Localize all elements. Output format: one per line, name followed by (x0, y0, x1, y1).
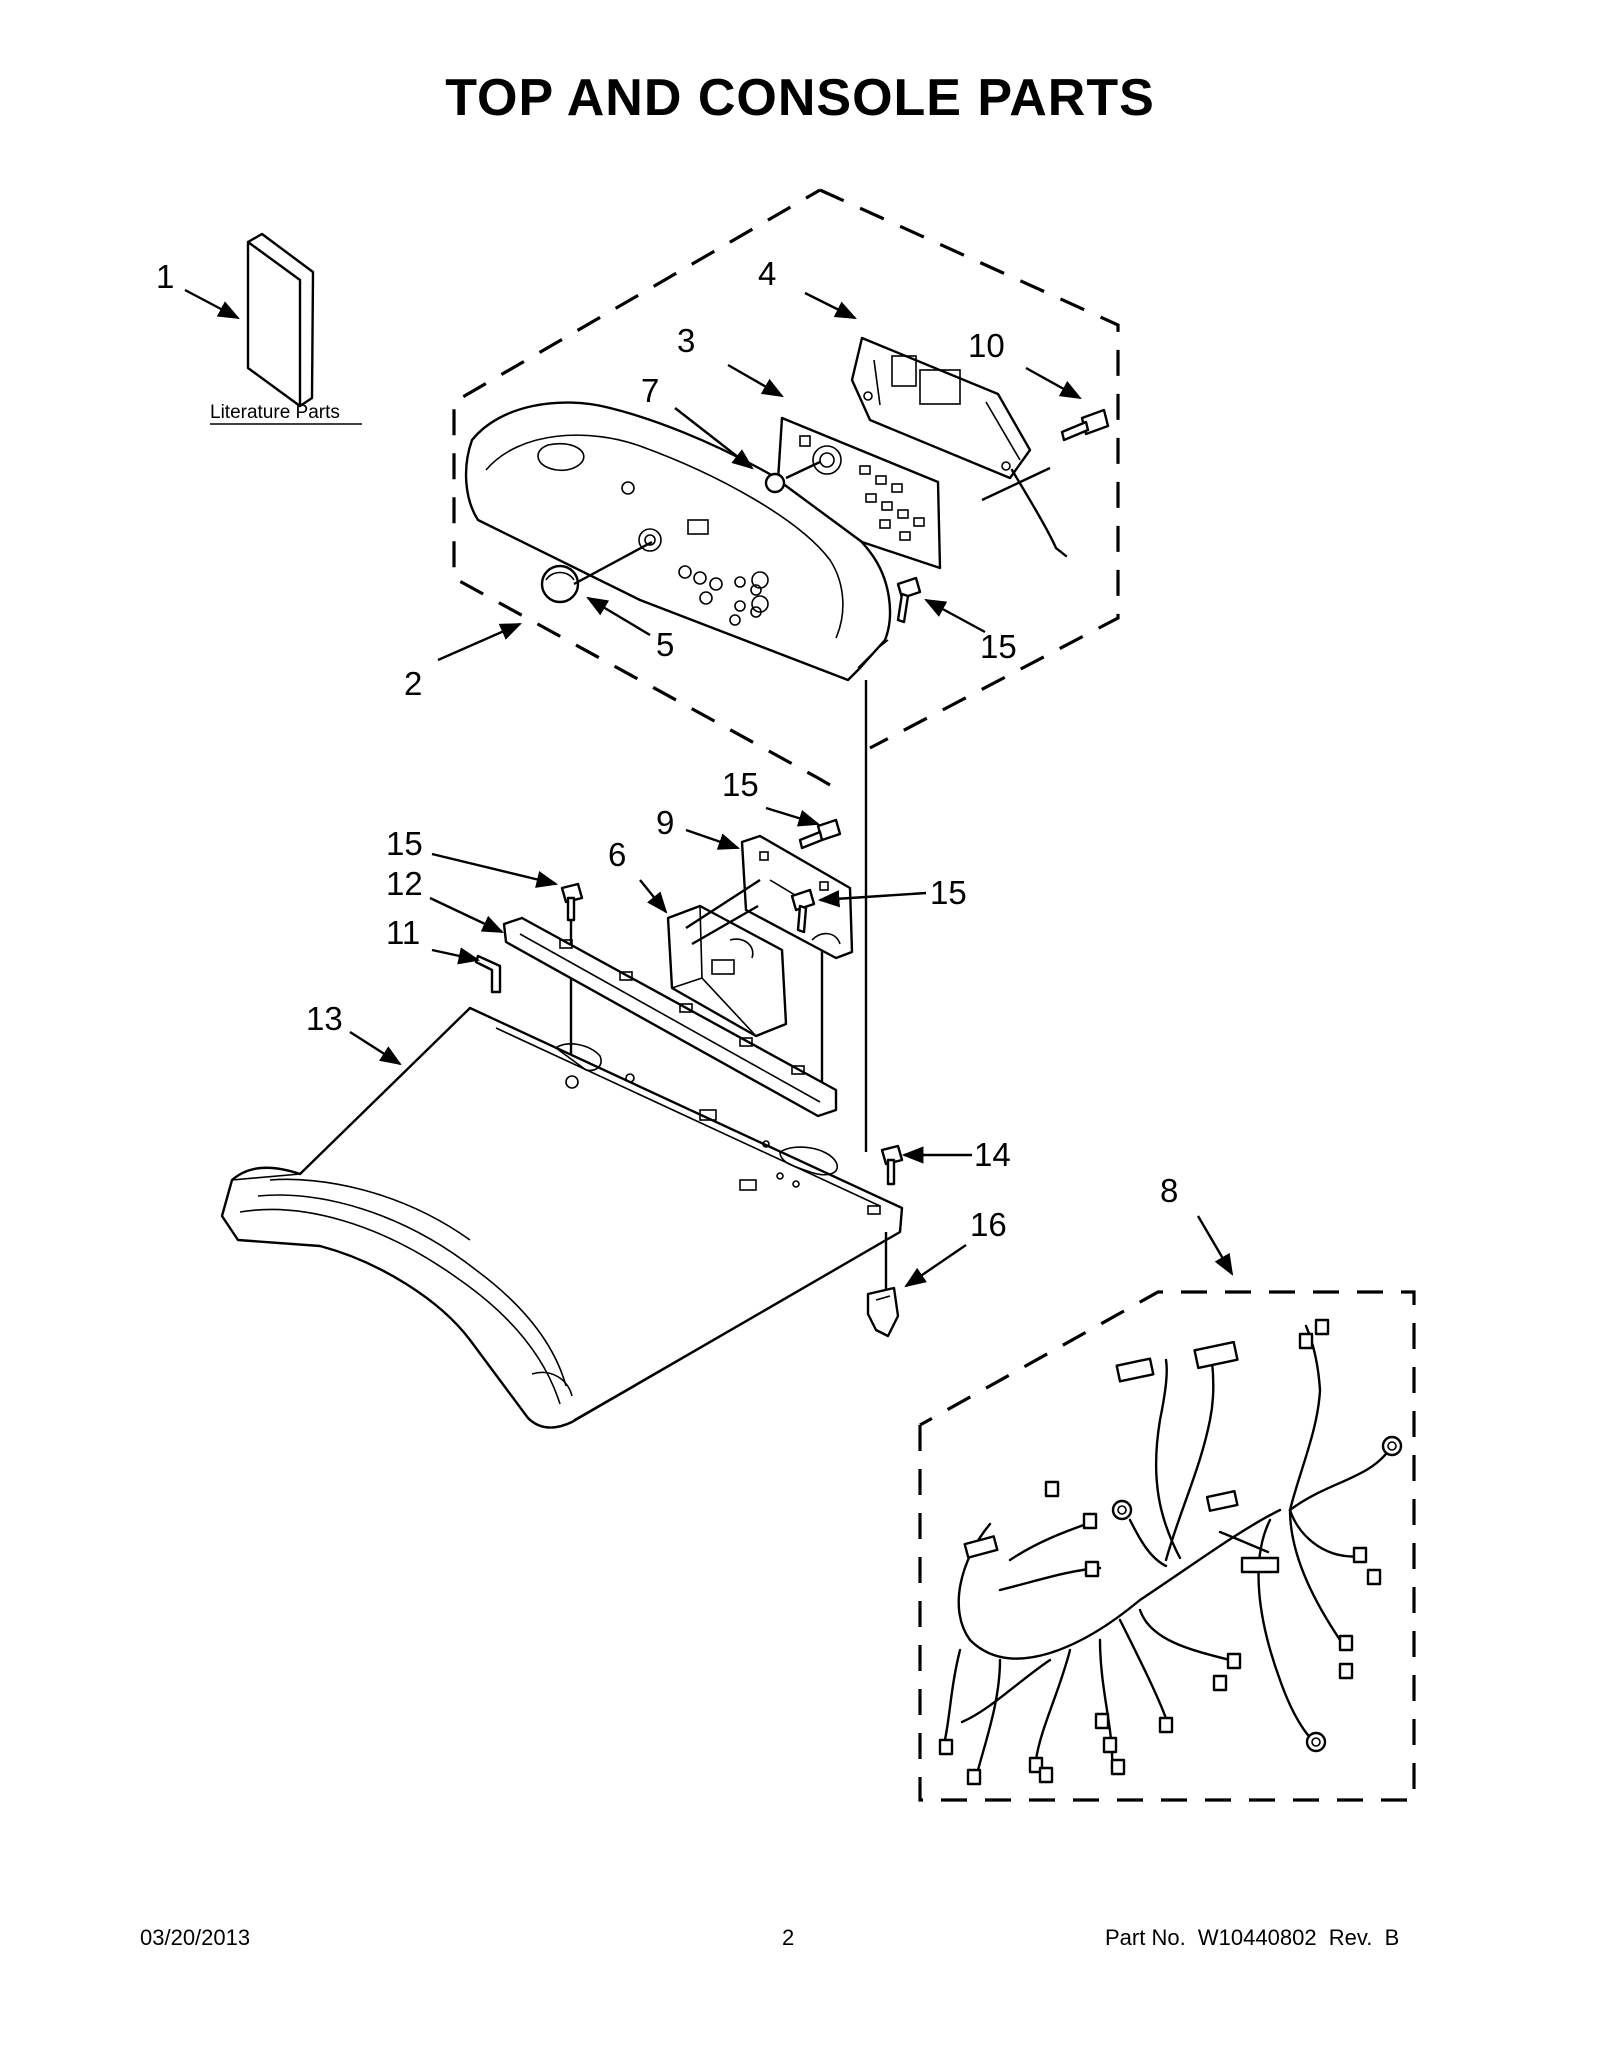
leader-15-bracket (817, 890, 927, 908)
footer-page-number: 2 (782, 1925, 795, 1950)
leader-7 (674, 407, 754, 470)
callout-12: 12 (386, 865, 423, 902)
console-assembly-boundary (452, 188, 1120, 787)
hex-wrench (474, 954, 502, 994)
user-interface-board (776, 416, 942, 570)
clip-16 (866, 1286, 900, 1338)
callout-14: 14 (974, 1136, 1011, 1173)
callout-1: 1 (156, 258, 174, 295)
callout-10: 10 (968, 327, 1005, 364)
page-title: TOP AND CONSOLE PARTS (445, 69, 1155, 127)
leader-1 (184, 288, 240, 320)
o-ring-line (785, 460, 821, 480)
wire-harness (938, 1318, 1403, 1786)
callout-13: 13 (306, 1000, 343, 1037)
screw-10-line (981, 466, 1051, 502)
top-panel (220, 1006, 904, 1429)
console-rail (502, 916, 838, 1118)
callout-3: 3 (677, 322, 695, 359)
callout-6: 6 (608, 836, 626, 873)
control-module (666, 904, 788, 1038)
leader-3 (727, 363, 784, 398)
callout-15-console: 15 (980, 628, 1017, 665)
callout-8: 8 (1160, 1172, 1178, 1209)
screw-14 (880, 1144, 904, 1186)
callout-2: 2 (404, 665, 422, 702)
literature-parts-label: Literature Parts (210, 402, 340, 423)
callout-15-upper: 15 (722, 766, 759, 803)
leader-11 (431, 947, 481, 965)
leader-2 (437, 622, 522, 662)
leader-16 (904, 1244, 967, 1288)
module-line-1 (685, 878, 761, 930)
screw-10 (1060, 408, 1110, 442)
module-line-2 (691, 904, 759, 946)
leader-15-left (431, 852, 559, 888)
leader-6 (639, 879, 668, 914)
leader-10 (1025, 366, 1082, 400)
literature-booklet (246, 232, 315, 408)
leader-15-console (924, 598, 986, 634)
harness-boundary (918, 1290, 1416, 1802)
leader-13 (349, 1030, 402, 1066)
footer-part-number: Part No. W10440802 Rev. B (1105, 1925, 1400, 1950)
knob (540, 564, 580, 604)
footer-date: 03/20/2013 (140, 1925, 251, 1950)
callout-11: 11 (386, 914, 420, 951)
leader-5 (586, 596, 651, 637)
callout-15-bracket: 15 (930, 874, 967, 911)
screw-15-console (896, 576, 922, 624)
leader-12 (429, 896, 504, 934)
leader-15-upper (765, 806, 821, 827)
o-ring (764, 472, 786, 494)
callout-5: 5 (656, 626, 674, 663)
callout-7: 7 (641, 372, 659, 409)
callout-9: 9 (656, 804, 674, 841)
screw-15-left (560, 882, 584, 922)
leader-9 (685, 828, 741, 850)
leader-8 (1196, 1215, 1234, 1276)
screw-15-bracket (790, 888, 816, 934)
electronic-control-housing (850, 336, 1032, 480)
leader-4 (804, 291, 857, 320)
callout-16: 16 (970, 1206, 1007, 1243)
screw-15-upper (798, 818, 842, 850)
knob-shaft-line (573, 540, 653, 586)
callout-15-left: 15 (386, 825, 423, 862)
console-wire (1010, 468, 1068, 558)
callout-4: 4 (758, 255, 776, 292)
